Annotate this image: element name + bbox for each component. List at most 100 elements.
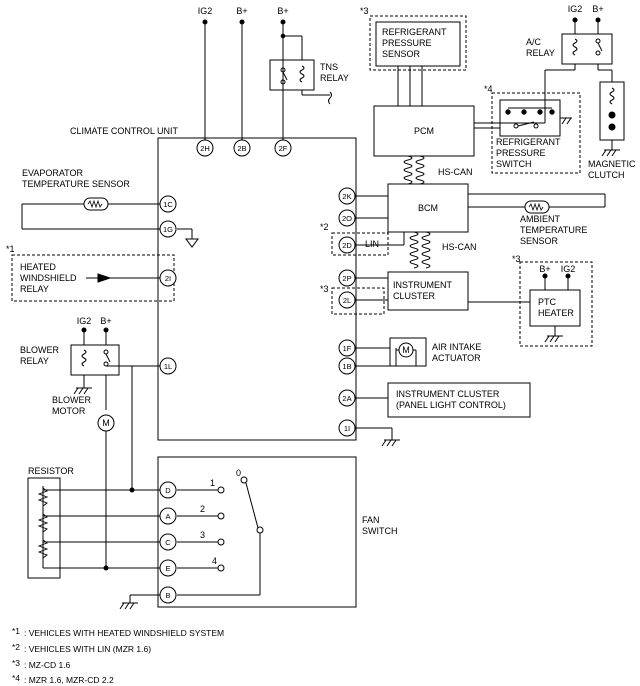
top-bplus-label-2: B+	[277, 6, 288, 16]
fan-terminal-b: B	[165, 591, 170, 600]
refrig-switch-box	[499, 99, 561, 137]
pin-2o: 2O	[342, 214, 352, 223]
fan-switch-internal	[177, 476, 264, 596]
blower-motor-m: M	[102, 418, 110, 428]
ptc-ig2-label: IG2	[561, 264, 576, 274]
2l-dashed	[331, 287, 385, 315]
ccu-right-wiring	[355, 193, 606, 303]
ac-relay-box	[561, 33, 613, 65]
footnote-1-mark: *1	[12, 626, 20, 636]
pin-2l: 2L	[343, 296, 351, 305]
mark-1: *1	[6, 244, 15, 254]
hs-can-label-1: HS-CAN	[438, 167, 473, 177]
ptc-dashed	[519, 261, 593, 347]
pin-2d: 2D	[342, 241, 352, 250]
lin-label: LIN	[365, 239, 379, 249]
pcm-label: PCM	[414, 126, 434, 136]
fan-terminal-e: E	[165, 564, 170, 573]
instrument-cluster-box	[387, 271, 469, 311]
footnote-3-text: : MZ-CD 1.6	[24, 660, 71, 670]
resistor-label: RESISTOR	[28, 466, 74, 476]
pin-2i: 2I	[165, 274, 171, 283]
blower-relay-wiring	[70, 327, 160, 568]
bcm-box	[387, 183, 469, 233]
top-bplus-label-1: B+	[236, 6, 247, 16]
pin-1b: 1B	[342, 362, 351, 371]
magnetic-clutch-box	[599, 81, 625, 141]
footnote-3-mark: *3	[12, 658, 20, 668]
ccu-title: CLIMATE CONTROL UNIT	[70, 126, 179, 136]
fan-terminal-c: C	[165, 538, 171, 547]
hs-can-upper	[403, 155, 425, 185]
pin-2h: 2H	[200, 144, 210, 153]
blower-relay-box	[70, 344, 120, 376]
refrig-sensor-dashed	[369, 15, 467, 71]
refrig-switch	[474, 92, 581, 174]
blower-bplus-label: B+	[100, 316, 111, 326]
pin-2p: 2P	[342, 274, 351, 283]
evaporator-sensor-wiring	[21, 197, 199, 248]
pin-2a: 2A	[342, 394, 351, 403]
pin-2k: 2K	[342, 192, 351, 201]
mark-3-right: *3	[512, 254, 521, 264]
ac-bplus-label: B+	[592, 4, 603, 14]
mark-3-top: *3	[360, 6, 369, 16]
lin-dashed	[331, 232, 389, 256]
footnote-4-text: : MZR 1.6, MZR-CD 2.2	[24, 675, 114, 685]
fan-pos-3: 3	[200, 530, 205, 540]
fan-terminal-d: D	[165, 486, 171, 495]
footnote-2-text: : VEHICLES WITH LIN (MZR 1.6)	[24, 644, 151, 654]
pin-1l: 1L	[164, 362, 172, 371]
resistor-box	[27, 477, 61, 579]
fan-pos-4: 4	[212, 556, 217, 566]
mark-3-left: *3	[320, 284, 329, 294]
refrig-switch-dashed	[491, 92, 581, 174]
hs-can-lower	[409, 231, 431, 269]
pin-1c: 1C	[163, 200, 173, 209]
pin-2b: 2B	[237, 144, 246, 153]
mark-4: *4	[484, 84, 493, 94]
pin-2f: 2F	[279, 144, 288, 153]
ground-1i	[355, 427, 400, 447]
ac-relay-wiring	[474, 17, 625, 157]
footnote-2-mark: *2	[12, 642, 20, 652]
refrig-sensor-box	[375, 21, 461, 67]
fan-pos-0: 0	[236, 468, 241, 478]
footnote-4-mark: *4	[12, 673, 20, 683]
climate-control-unit-box	[157, 137, 357, 441]
top-ig2-label: IG2	[198, 6, 213, 16]
air-intake-box	[389, 337, 427, 367]
footnote-1-text: : VEHICLES WITH HEATED WINDSHIELD SYSTEM	[24, 628, 224, 638]
pin-circles	[159, 139, 356, 604]
top-supply	[202, 19, 332, 140]
blower-ig2-label: IG2	[77, 316, 92, 326]
pin-1f: 1F	[343, 344, 352, 353]
mark-2: *2	[320, 222, 329, 232]
hs-can-label-2: HS-CAN	[442, 242, 477, 252]
tns-relay-box	[269, 59, 315, 91]
bcm-label: BCM	[418, 203, 438, 213]
air-intake-m: M	[402, 345, 410, 355]
ptc-bplus-label: B+	[539, 264, 550, 274]
fan-switch-box	[157, 456, 357, 608]
ac-ig2-label: IG2	[568, 4, 583, 14]
fan-pos-2: 2	[200, 504, 205, 514]
panel-light-label: INSTRUMENT CLUSTER(PANEL LIGHT CONTROL)	[396, 389, 506, 410]
fan-terminal-a: A	[165, 512, 170, 521]
air-intake-wiring	[355, 337, 427, 367]
pin-1i: 1I	[344, 424, 350, 433]
